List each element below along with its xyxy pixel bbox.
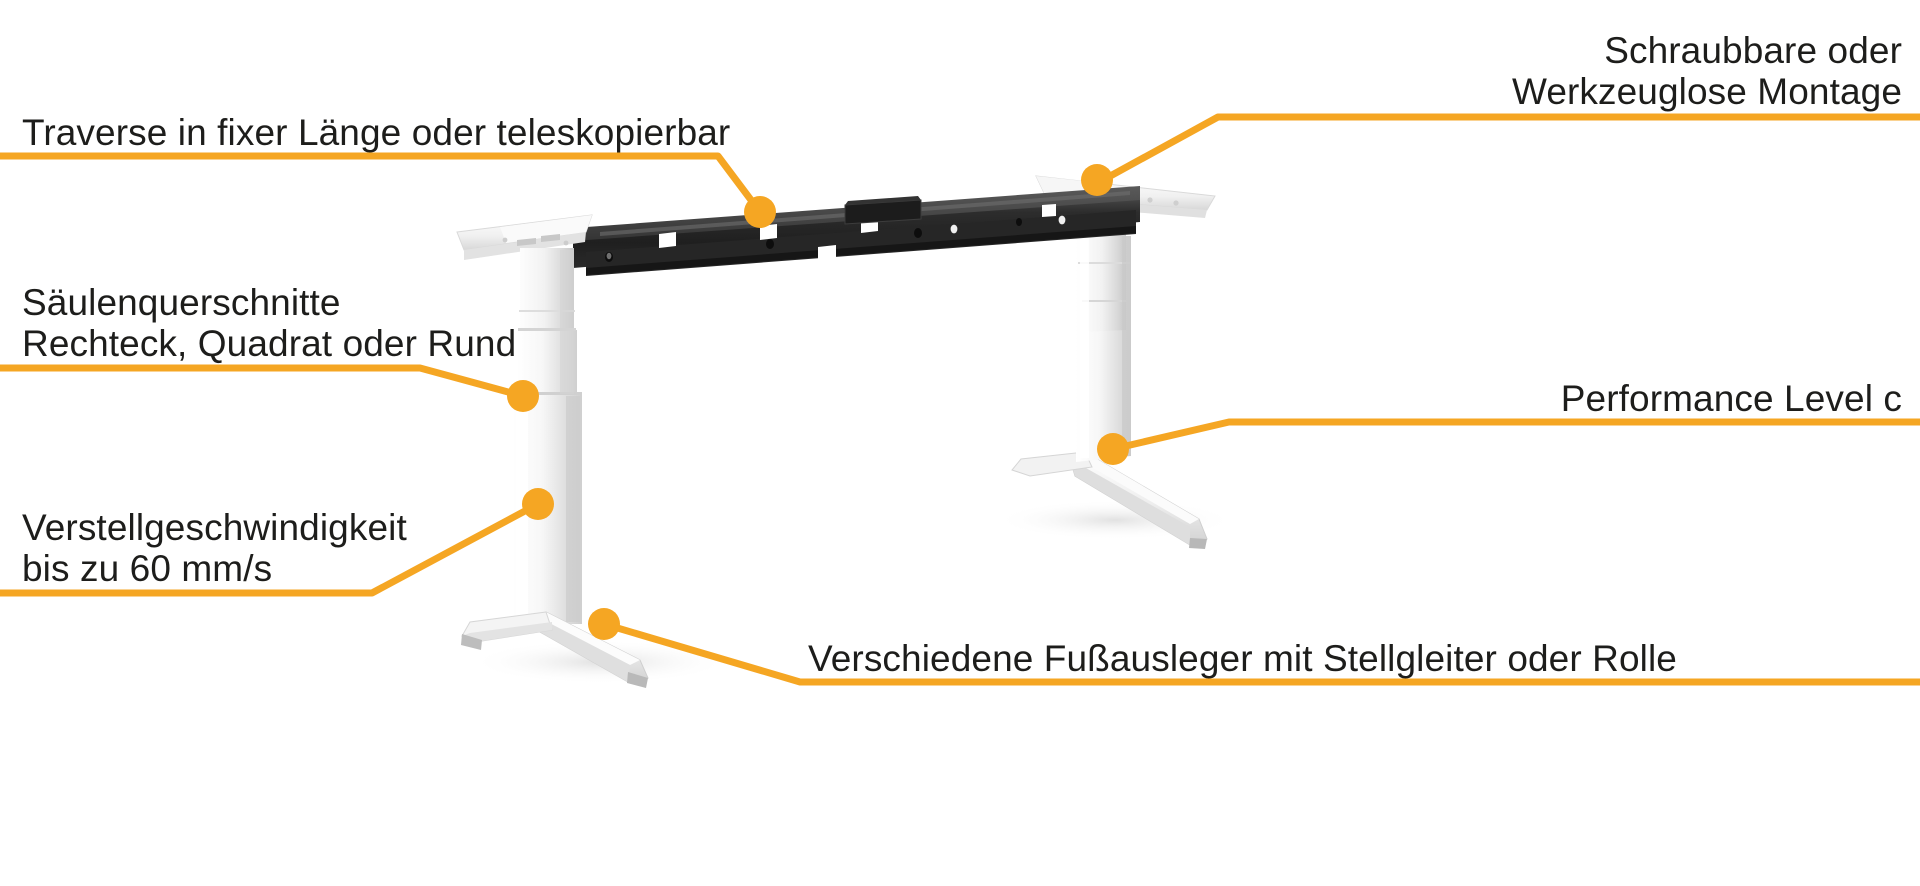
left-column-shade-2 (560, 250, 574, 394)
left-foot-glide-front (627, 672, 648, 688)
left-foot-glide-back (461, 634, 482, 650)
callout-dot-traverse (744, 196, 776, 228)
left-bracket-hole-2 (563, 240, 569, 246)
right-foot-ausleger-back (1011, 451, 1093, 477)
leader-line-column-profile (0, 364, 524, 400)
callout-dot-speed (522, 488, 554, 520)
right-column-joint-2 (1078, 262, 1130, 264)
right-foot-ausleger-top (1076, 452, 1199, 524)
right-leg-assembly (1011, 175, 1216, 549)
traverse-control-box-top (845, 196, 921, 205)
leader-line-mounting (1101, 113, 1920, 184)
left-bracket-slots (517, 234, 560, 246)
left-column-joint-3 (519, 310, 575, 312)
callout-label-performance-level: Performance Level c (1560, 378, 1902, 419)
leader-line-performance-level (1112, 418, 1920, 453)
left-bracket-hole-1 (502, 237, 508, 243)
right-column-joint-1 (1082, 300, 1126, 302)
right-column-highlight (1080, 236, 1089, 458)
callout-dot-performance-level (1097, 433, 1129, 465)
traverse-slots-lower (818, 245, 836, 261)
right-bracket-hole-2 (1173, 200, 1179, 206)
left-foot-ausleger-back-side (462, 622, 552, 641)
right-foot-ausleger-left (1070, 459, 1190, 545)
leader-line-speed (0, 500, 540, 597)
left-foot-ausleger-top (540, 612, 640, 665)
left-column-joint-1 (518, 328, 576, 331)
callout-dot-feet (588, 608, 620, 640)
left-top-bracket-inner (500, 215, 592, 243)
callout-label-mounting: Schraubbare oder Werkzeuglose Montage (1511, 30, 1902, 113)
right-foot-glide (1189, 538, 1207, 549)
traverse-holes (605, 215, 1066, 262)
left-leg-assembly (456, 214, 649, 688)
right-column-mid (1082, 231, 1126, 332)
callout-dot-column-profile (507, 380, 539, 412)
right-bracket-hole-1 (1147, 197, 1153, 203)
leader-line-feet (603, 620, 1920, 686)
traverse-beam (573, 186, 1140, 276)
callout-dots (507, 164, 1129, 640)
leader-line-traverse (0, 152, 763, 215)
callout-label-feet: Verschiedene Fußausleger mit Stellgleite… (808, 638, 1677, 679)
traverse-control-box (844, 199, 922, 225)
traverse-bottom-edge (586, 226, 1136, 275)
right-column-shade (1122, 236, 1131, 456)
left-column-joint-2 (514, 392, 582, 395)
callout-label-speed: Verstellgeschwindigkeit bis zu 60 mm/s (22, 507, 407, 590)
callout-label-column-profile: Säulenquerschnitte Rechteck, Quadrat ode… (22, 282, 517, 365)
callout-dot-mounting (1081, 164, 1113, 196)
left-column-shade (566, 396, 580, 622)
callout-label-traverse: Traverse in fixer Länge oder teleskopier… (22, 112, 731, 153)
left-foot-ausleger-side (536, 616, 630, 682)
